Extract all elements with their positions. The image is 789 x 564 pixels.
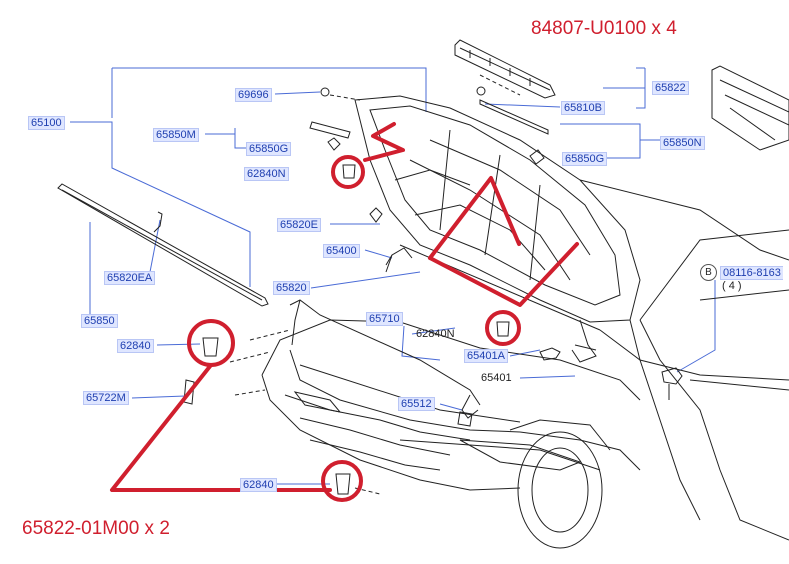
car-outline [57,39,789,549]
part-label-65401[interactable]: 65401 [481,372,512,384]
part-label-65820E[interactable]: 65820E [277,218,321,232]
part-label-65722M[interactable]: 65722M [83,391,129,405]
part-label-65401A[interactable]: 65401A [464,349,508,363]
annotation-top-right: 84807-U0100 x 4 [531,18,677,39]
part-label-65850G-right[interactable]: 65850G [562,152,608,166]
part-label-62840N-mid[interactable]: 62840N [416,328,455,340]
part-label-65850G-left[interactable]: 65850G [246,142,292,156]
part-label-65820EA[interactable]: 65820EA [104,271,156,285]
part-label-08116[interactable]: 08116-8163 [720,266,783,280]
leader-lines [70,67,716,485]
part-qty-08116: ( 4 ) [722,280,742,292]
part-label-65710[interactable]: 65710 [366,312,403,326]
part-label-62840-left[interactable]: 62840 [117,339,154,353]
part-label-65512[interactable]: 65512 [398,397,435,411]
part-label-65850[interactable]: 65850 [81,314,118,328]
part-label-62840-bottom[interactable]: 62840 [240,478,277,492]
bolt-spec-badge: B [700,264,717,281]
part-label-65100[interactable]: 65100 [28,116,65,130]
part-label-69696[interactable]: 69696 [235,88,272,102]
part-label-65822[interactable]: 65822 [652,81,689,95]
part-label-65820[interactable]: 65820 [273,281,310,295]
part-label-65850N[interactable]: 65850N [660,136,705,150]
part-label-65810B[interactable]: 65810B [561,101,605,115]
annotation-bottom-left: 65822-01M00 x 2 [22,518,170,539]
part-label-65850M[interactable]: 65850M [153,128,199,142]
part-label-62840N-top[interactable]: 62840N [244,167,289,181]
part-label-65400[interactable]: 65400 [323,244,360,258]
